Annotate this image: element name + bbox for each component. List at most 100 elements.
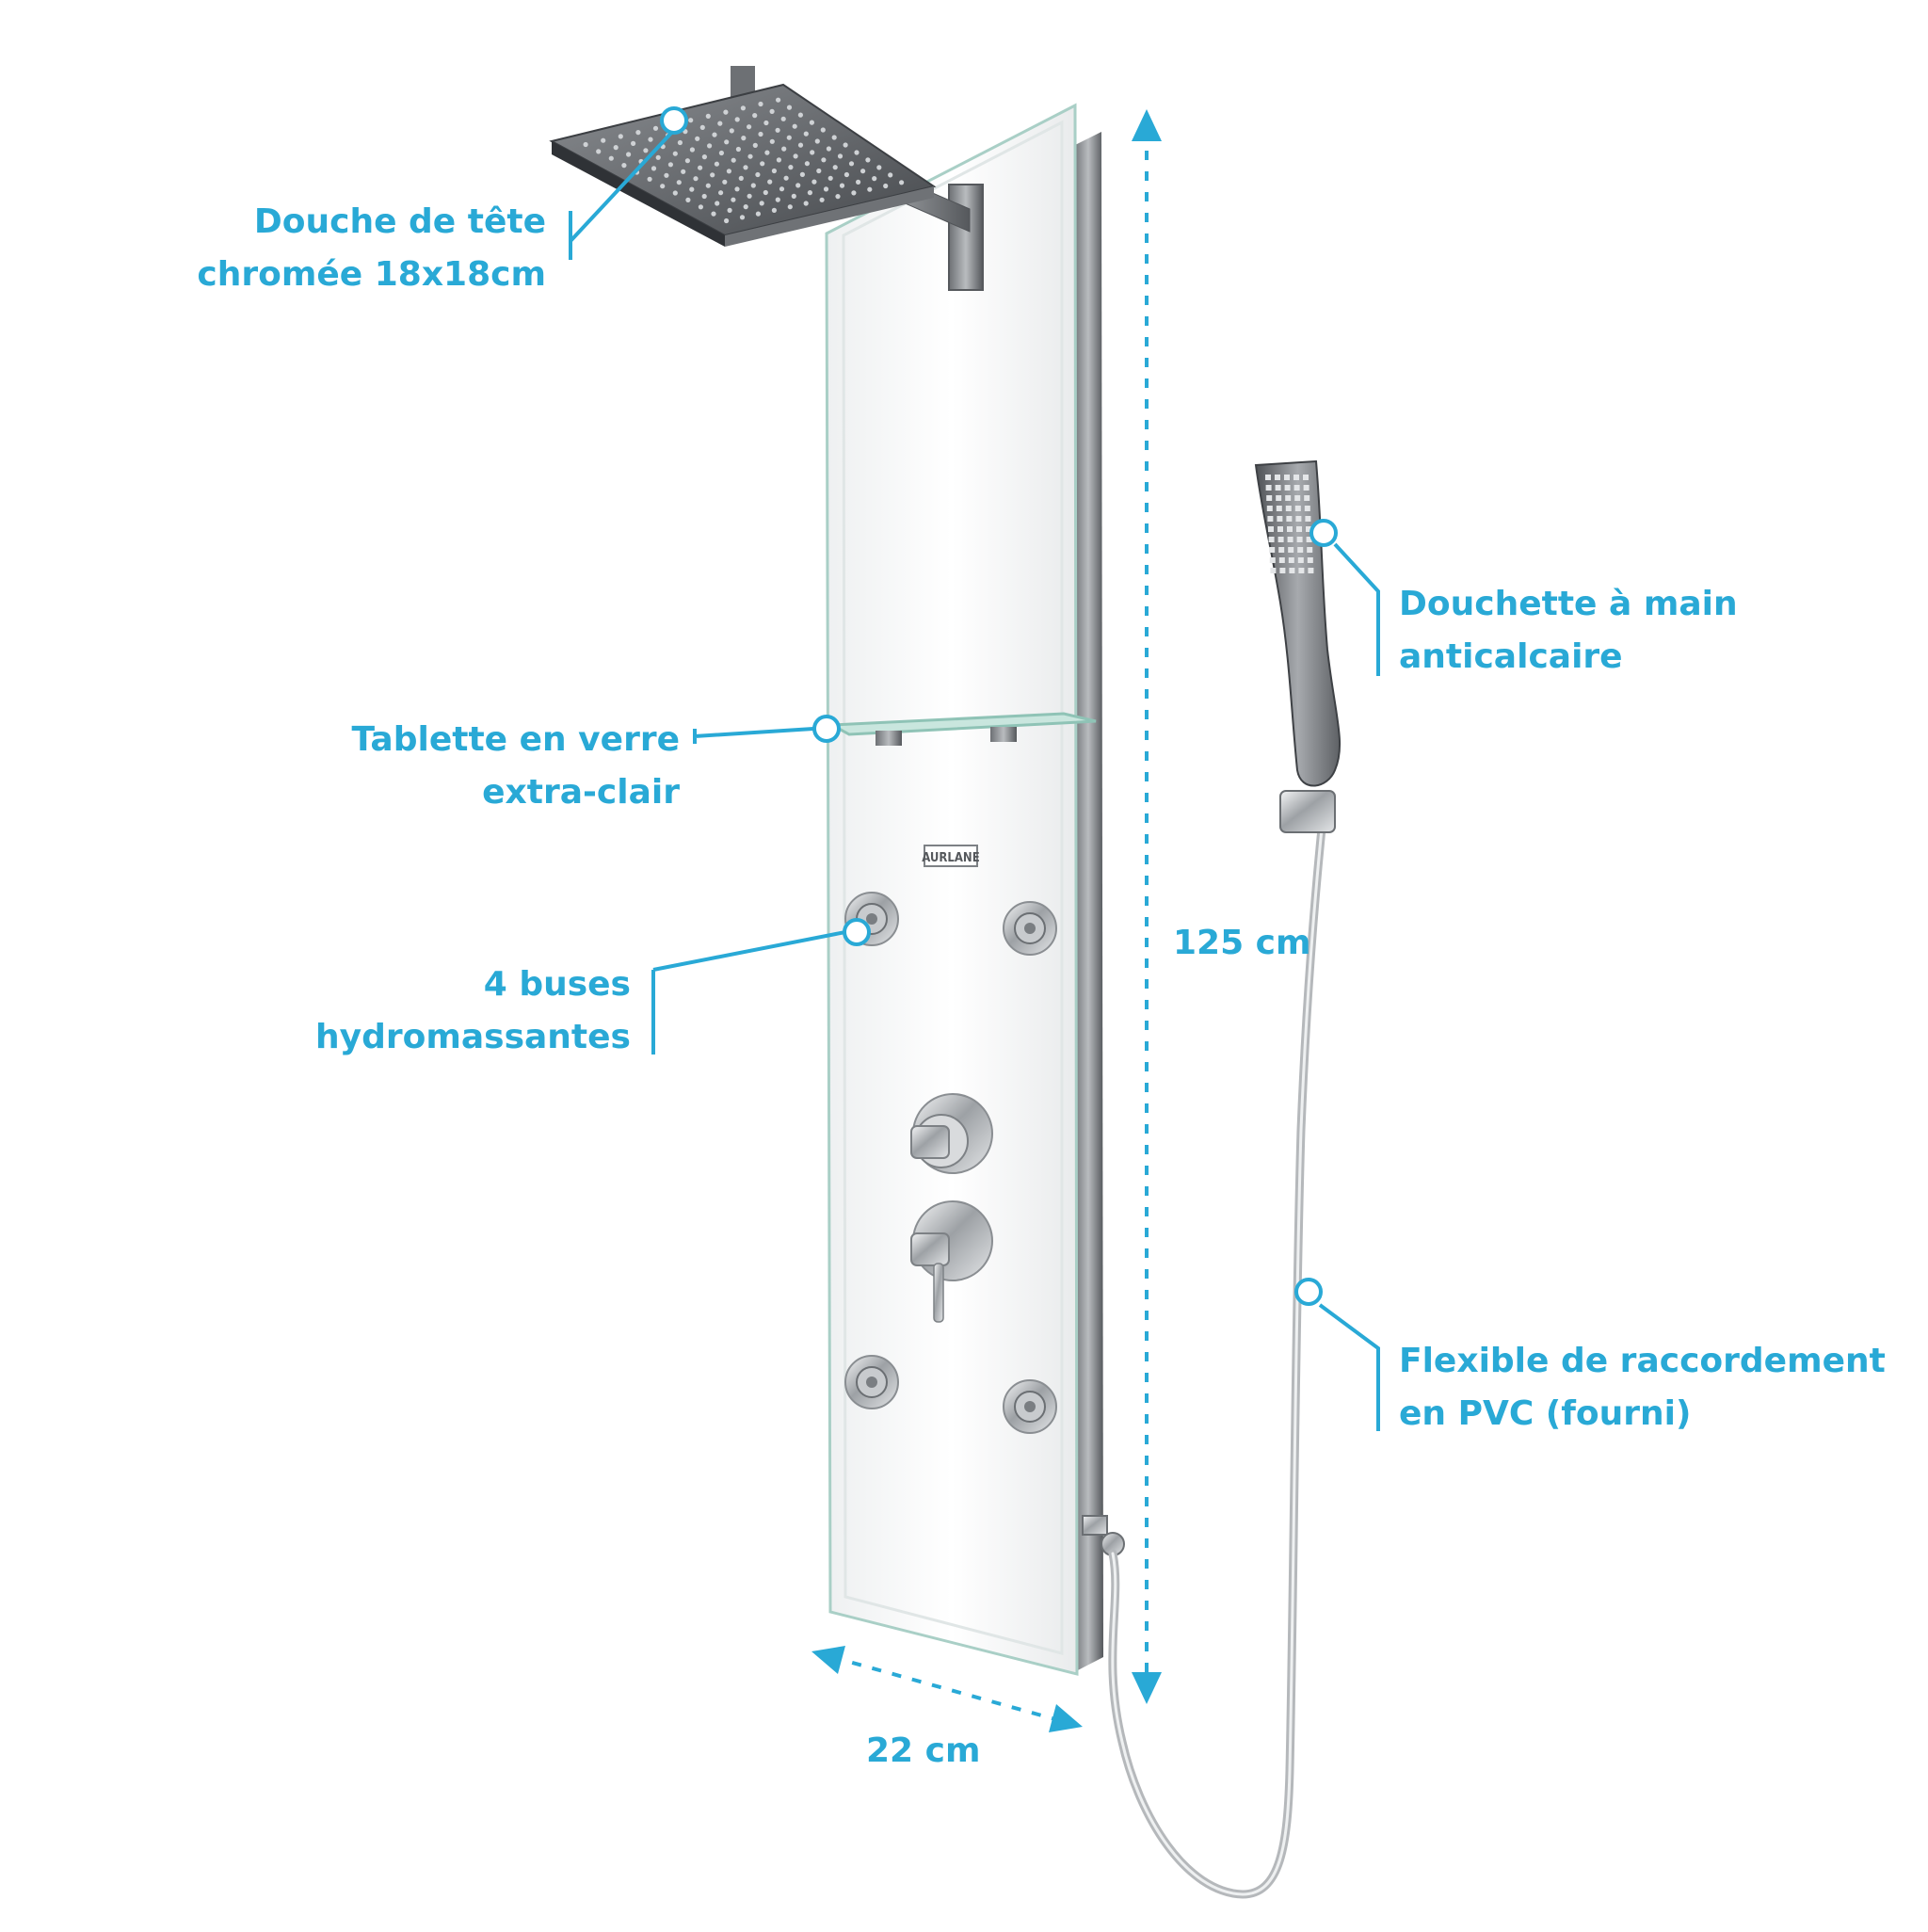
hand-shower-nozzle bbox=[1294, 495, 1301, 501]
panel-side-edge bbox=[1073, 132, 1103, 1671]
head-shower-nozzle bbox=[726, 169, 732, 174]
head-shower-nozzle bbox=[811, 179, 817, 185]
head-shower-nozzle bbox=[795, 183, 801, 188]
head-shower-nozzle bbox=[867, 186, 873, 192]
head-shower-nozzle bbox=[763, 189, 768, 196]
callout-hose-line2: en PVC (fourni) bbox=[1399, 1394, 1692, 1433]
head-shower-nozzle bbox=[655, 154, 661, 160]
hand-shower-nozzle bbox=[1287, 537, 1293, 542]
massage-jets bbox=[844, 892, 1057, 1434]
diverter-knob bbox=[910, 1093, 993, 1174]
hand-shower-nozzle bbox=[1265, 475, 1271, 480]
head-shower-nozzle bbox=[710, 172, 715, 178]
head-shower-nozzle bbox=[797, 112, 804, 118]
head-shower-nozzle bbox=[608, 155, 614, 161]
glass-shelf bbox=[827, 712, 1097, 746]
head-shower-nozzle bbox=[618, 134, 623, 139]
head-shower-nozzle bbox=[807, 190, 813, 196]
head-shower-nozzle bbox=[804, 161, 811, 167]
hand-shower-nozzle bbox=[1286, 516, 1293, 522]
head-shower-nozzle bbox=[769, 108, 775, 114]
head-shower-nozzle bbox=[705, 183, 711, 188]
head-shower-nozzle bbox=[738, 175, 744, 181]
callout-jets-line2: hydromassantes bbox=[315, 1018, 631, 1056]
callout-dot-head-shower bbox=[660, 106, 688, 135]
head-shower-nozzle bbox=[747, 124, 752, 130]
head-shower-nozzle bbox=[583, 141, 588, 148]
head-shower-nozzle bbox=[767, 179, 773, 185]
hand-shower-nozzle bbox=[1275, 475, 1280, 480]
head-shower-nozzle bbox=[684, 158, 691, 164]
width-dimension bbox=[811, 1646, 1083, 1732]
hand-shower-nozzle bbox=[1275, 485, 1281, 491]
head-shower-nozzle bbox=[820, 127, 826, 133]
head-shower-nozzle bbox=[734, 186, 740, 192]
head-shower-nozzle bbox=[755, 211, 762, 217]
head-shower-nozzle bbox=[739, 215, 746, 220]
head-shower-nozzle bbox=[771, 168, 778, 174]
head-shower-nozzle bbox=[723, 109, 729, 115]
hand-shower-nozzle bbox=[1267, 516, 1274, 522]
head-shower-nozzle bbox=[621, 163, 627, 169]
callout-hand-shower-line2: anticalcaire bbox=[1399, 637, 1623, 676]
massage-jet-2 bbox=[1003, 901, 1057, 956]
hand-shower-nozzle bbox=[1297, 557, 1304, 563]
head-shower-nozzle bbox=[799, 171, 806, 177]
head-shower-nozzle bbox=[626, 152, 632, 157]
hand-shower bbox=[1254, 459, 1342, 833]
head-shower-nozzle bbox=[793, 153, 798, 159]
leader-jets bbox=[651, 930, 846, 1055]
hand-shower-nozzle bbox=[1278, 557, 1285, 563]
callout-shelf-line2: extra-clair bbox=[482, 773, 680, 812]
head-shower-nozzle bbox=[689, 186, 695, 192]
head-shower-nozzle bbox=[631, 140, 636, 146]
callout-head-shower-line2: chromée 18x18cm bbox=[197, 255, 546, 294]
head-shower-nozzle bbox=[781, 146, 787, 152]
head-shower-nozzle bbox=[718, 150, 725, 156]
head-shower-nozzle bbox=[827, 175, 833, 181]
head-shower-nozzle bbox=[699, 124, 705, 130]
head-shower-nozzle bbox=[759, 201, 764, 206]
width-arrow-left bbox=[811, 1646, 845, 1674]
head-shower-nozzle bbox=[660, 184, 666, 189]
head-shower-nozzle bbox=[752, 113, 758, 119]
leader-head-shower bbox=[569, 128, 676, 260]
head-shower-nozzle bbox=[747, 153, 753, 159]
massage-jet-3 bbox=[844, 1355, 899, 1409]
head-shower-plate-edge bbox=[552, 141, 725, 247]
hand-shower-nozzle bbox=[1276, 495, 1282, 501]
dimension-height-text: 125 cm bbox=[1173, 924, 1311, 962]
height-arrow-bottom bbox=[1132, 1672, 1162, 1704]
dimension-width-text: 22 cm bbox=[866, 1731, 981, 1770]
head-shower bbox=[549, 66, 984, 291]
hand-shower-nozzle bbox=[1295, 516, 1302, 522]
head-shower-nozzle bbox=[647, 176, 652, 182]
hand-shower-nozzle bbox=[1303, 475, 1309, 480]
head-shower-nozzle bbox=[688, 118, 694, 123]
head-shower-nozzle bbox=[788, 165, 794, 170]
height-dimension bbox=[1132, 109, 1162, 1704]
width-arrow-right bbox=[1049, 1704, 1083, 1732]
head-shower-nozzle bbox=[780, 116, 786, 121]
head-shower-nozzle bbox=[672, 151, 678, 156]
head-shower-nozzle bbox=[826, 146, 832, 152]
head-shower-nozzle bbox=[613, 145, 619, 151]
hand-shower-nozzle bbox=[1304, 495, 1310, 501]
callout-dot-jets bbox=[843, 918, 871, 946]
hand-shower-nozzle bbox=[1288, 557, 1294, 563]
head-shower-nozzle bbox=[729, 128, 734, 134]
head-shower-nozzle bbox=[711, 211, 716, 217]
head-shower-nozzle bbox=[734, 117, 740, 122]
callout-dot-hand-shower bbox=[1309, 519, 1338, 547]
head-shower-nozzle bbox=[844, 171, 850, 178]
mixer-handle bbox=[910, 1200, 993, 1323]
flexible-hose-highlight bbox=[1111, 827, 1324, 1896]
head-shower-nozzle bbox=[724, 139, 730, 145]
head-shower-nozzle bbox=[851, 190, 857, 196]
hand-shower-nozzle bbox=[1296, 526, 1302, 532]
head-shower-nozzle bbox=[701, 193, 707, 200]
hand-shower-nozzle bbox=[1304, 506, 1310, 511]
hand-shower-nozzle bbox=[1308, 568, 1314, 573]
hand-shower-nozzle bbox=[1288, 547, 1294, 553]
head-shower-nozzle bbox=[860, 169, 866, 174]
